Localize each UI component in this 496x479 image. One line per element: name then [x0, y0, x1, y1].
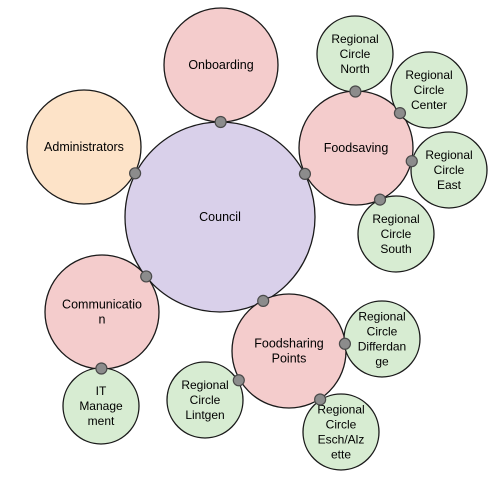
label-regional-circle-east-line-0: Regional: [425, 148, 472, 162]
circles-layer: [26, 7, 488, 471]
connector-council-foodsaving: [298, 167, 312, 181]
label-onboarding-line-0: Onboarding: [188, 58, 253, 72]
label-administrators-line-0: Administrators: [44, 140, 124, 154]
circle-regional-circle-center: [390, 51, 468, 129]
label-regional-circle-lintgen-line-0: Regional: [181, 378, 228, 392]
label-regional-circle-differdange-line-3: ge: [375, 355, 389, 369]
label-regional-circle-lintgen-line-2: Lintgen: [185, 408, 224, 422]
connector-foodsaving-regional-circle-center: [393, 106, 407, 120]
circle-regional-circle-east: [410, 131, 488, 209]
label-regional-circle-center-line-0: Regional: [405, 68, 452, 82]
label-communication-line-0: Communicatio: [62, 298, 142, 312]
label-foodsharing-points-line-1: Points: [272, 352, 307, 366]
label-council-line-0: Council: [199, 210, 241, 224]
label-it-management-line-2: ment: [88, 414, 115, 428]
label-foodsharing-points-line-0: Foodsharing: [254, 337, 324, 351]
label-regional-circle-center-line-1: Circle: [414, 83, 445, 97]
connector-communication-it-management: [95, 362, 108, 375]
label-regional-circle-south-line-0: Regional: [372, 212, 419, 226]
label-regional-circle-differdange-line-0: Regional: [358, 310, 405, 324]
circle-administrators: [26, 89, 142, 205]
connectors-layer: [95, 85, 418, 406]
label-regional-circle-north-line-1: Circle: [340, 47, 371, 61]
label-regional-circle-esch-alzette-line-3: ette: [331, 448, 351, 462]
label-communication-line-1: n: [99, 313, 106, 327]
connector-council-communication: [140, 270, 153, 283]
connector-council-onboarding: [214, 115, 227, 129]
label-it-management-line-1: Manage: [79, 399, 123, 413]
connector-foodsharing-points-regional-circle-differdange: [338, 337, 352, 350]
connector-foodsaving-regional-circle-north: [349, 85, 362, 98]
label-regional-circle-esch-alzette-line-0: Regional: [317, 403, 364, 417]
connector-foodsharing-points-regional-circle-lintgen: [232, 374, 245, 387]
label-regional-circle-east-line-1: Circle: [434, 163, 465, 177]
label-regional-circle-differdange-line-1: Circle: [367, 325, 398, 339]
label-regional-circle-esch-alzette-line-1: Circle: [326, 418, 357, 432]
circle-regional-circle-south: [357, 195, 435, 273]
circle-regional-circle-esch-alzette: [302, 393, 380, 471]
connector-foodsaving-regional-circle-south: [373, 193, 387, 206]
label-regional-circle-south-line-2: South: [380, 242, 411, 256]
label-regional-circle-differdange-line-2: Differdan: [358, 340, 406, 354]
label-it-management-line-0: IT: [96, 384, 107, 398]
label-regional-circle-north-line-0: Regional: [331, 32, 378, 46]
label-regional-circle-esch-alzette-line-2: Esch/Alz: [318, 433, 365, 447]
connector-foodsharing-points-regional-circle-esch-alzette: [314, 393, 327, 406]
label-regional-circle-north-line-2: North: [340, 62, 369, 76]
label-regional-circle-east-line-2: East: [437, 178, 462, 192]
label-regional-circle-lintgen-line-1: Circle: [190, 393, 221, 407]
label-foodsaving-line-0: Foodsaving: [324, 141, 389, 155]
connector-council-administrators: [129, 167, 142, 180]
connector-council-foodsharing-points: [257, 294, 270, 307]
label-regional-circle-center-line-2: Center: [411, 98, 447, 112]
label-regional-circle-south-line-1: Circle: [381, 227, 412, 241]
circle-regional-circle-lintgen: [166, 361, 244, 439]
connector-foodsaving-regional-circle-east: [405, 155, 418, 168]
